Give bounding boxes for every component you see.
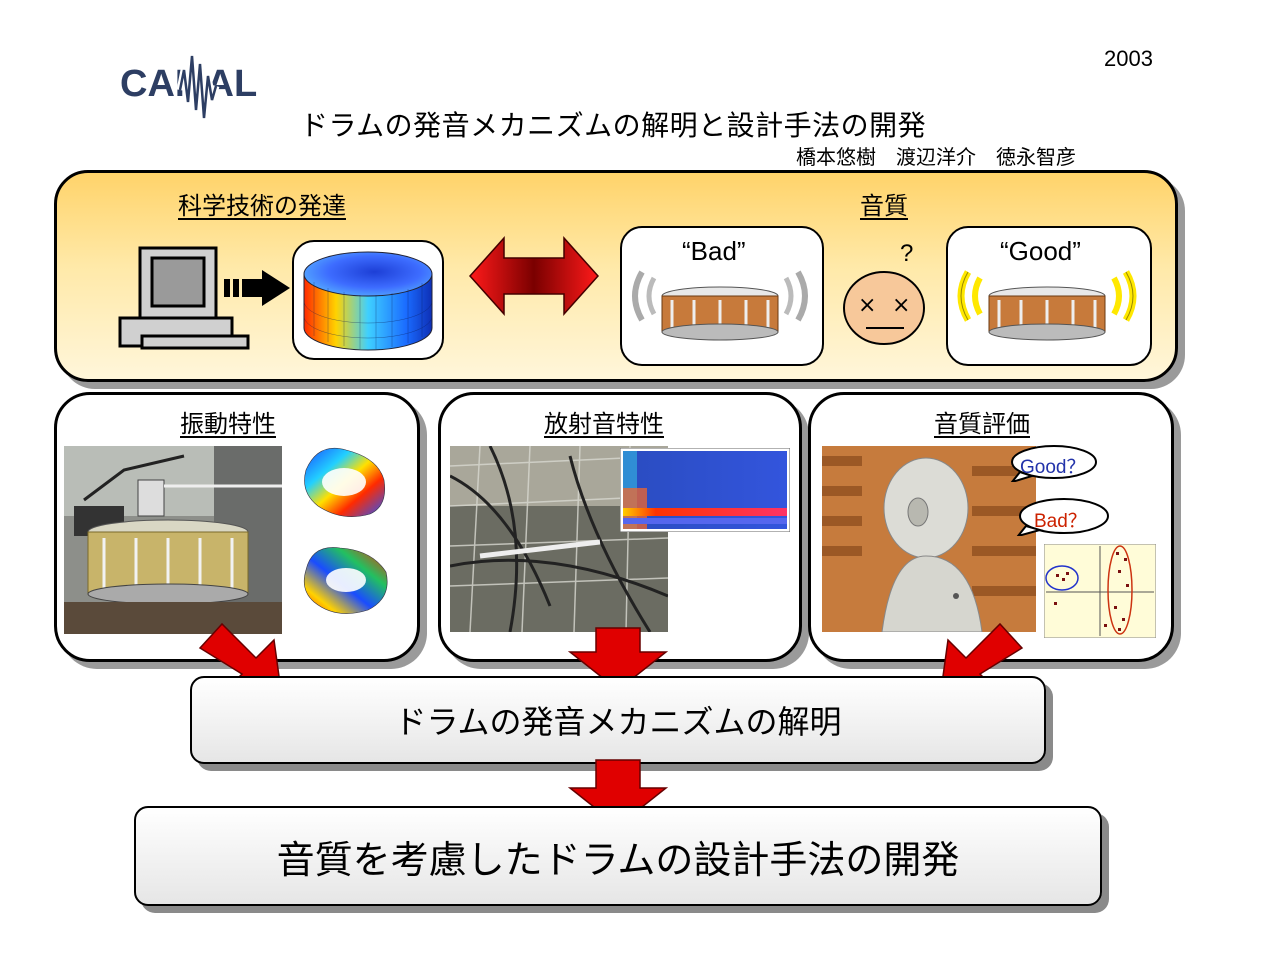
bad-snare-drum-icon [624,256,816,360]
mechanism-result-box: ドラムの発音メカニズムの解明 [190,676,1046,764]
vibration-mode-icon [298,440,394,628]
good-bubble-text: Good？ [1020,457,1086,478]
camal-logo: CAMAL [118,50,268,122]
design-result-box: 音質を考慮したドラムの設計手法の開発 [134,806,1102,906]
good-snare-drum-icon [950,256,1144,360]
year-label: 2003 [1104,46,1153,71]
svg-text:×: × [892,293,910,318]
bad-quote: “Bad” [682,236,746,266]
confused-face-icon: × × [840,268,930,352]
dummy-head-photo [822,446,1036,632]
bad-bubble-text: Bad？ [1034,511,1087,532]
computer-icon [118,244,258,358]
arrow-down-icon [567,626,669,696]
evaluation-scatter-plot [1043,543,1157,642]
technology-label: 科学技術の発達 [178,192,346,220]
svg-text:×: × [858,293,876,318]
good-quote: “Good” [1000,236,1081,266]
mechanism-result-text: ドラムの発音メカニズムの解明 [394,703,842,741]
vibration-label: 振動特性 [180,410,276,438]
arrow-right-icon [222,268,292,312]
radiation-label: 放射音特性 [544,410,664,438]
fem-drum-model-icon [303,251,433,351]
double-arrow-icon [468,236,600,320]
evaluation-label: 音質評価 [934,410,1030,438]
spectrogram-icon [619,447,791,536]
page-title: ドラムの発音メカニズムの解明と設計手法の開発 [300,109,927,142]
authors: 橋本悠樹 渡辺洋介 徳永智彦 [796,145,1076,169]
good-bubble-icon [1009,444,1098,484]
fem-model-box [292,240,444,360]
bad-bubble-icon [1015,496,1112,538]
drum-vibration-photo [64,446,282,634]
design-result-text: 音質を考慮したドラムの設計手法の開発 [276,837,960,882]
sound-quality-label: 音質 [860,192,908,220]
question-mark: ? [900,240,914,267]
